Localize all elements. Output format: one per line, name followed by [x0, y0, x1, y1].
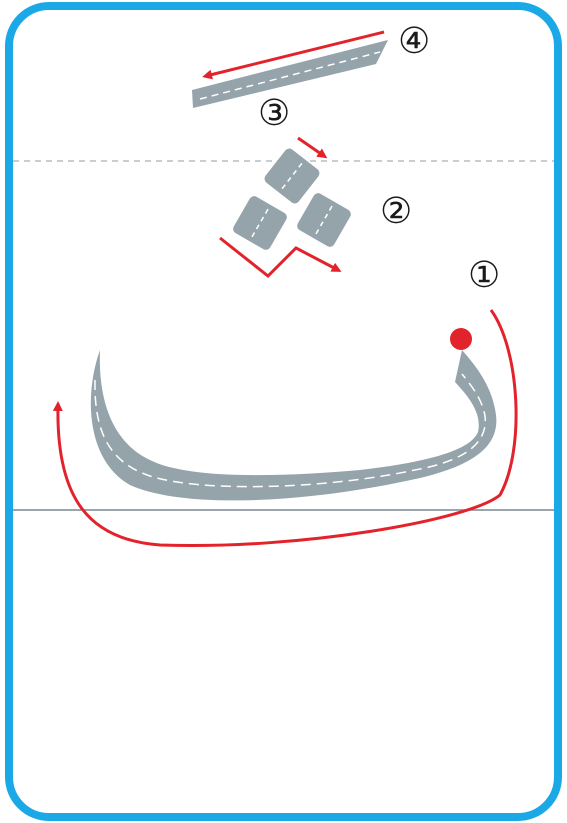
stroke-number-4: ④ — [398, 21, 430, 62]
stroke-4-bar — [192, 40, 388, 108]
stroke-2-dot-right — [297, 193, 351, 247]
stroke-number-2: ② — [380, 191, 412, 232]
stroke-3-arrow — [297, 136, 328, 159]
stroke-number-3: ③ — [258, 93, 290, 134]
stroke-1-body — [90, 350, 497, 501]
stroke-1-start-dot — [450, 328, 472, 350]
stroke-4-arrow — [202, 30, 385, 80]
stroke-2-arrow — [219, 236, 342, 279]
stroke-3-dot — [264, 148, 320, 204]
stroke-2-dot-left — [233, 196, 287, 250]
card-frame — [5, 2, 562, 821]
stroke-number-1: ① — [468, 255, 500, 296]
stroke-1-arrow — [52, 309, 518, 548]
